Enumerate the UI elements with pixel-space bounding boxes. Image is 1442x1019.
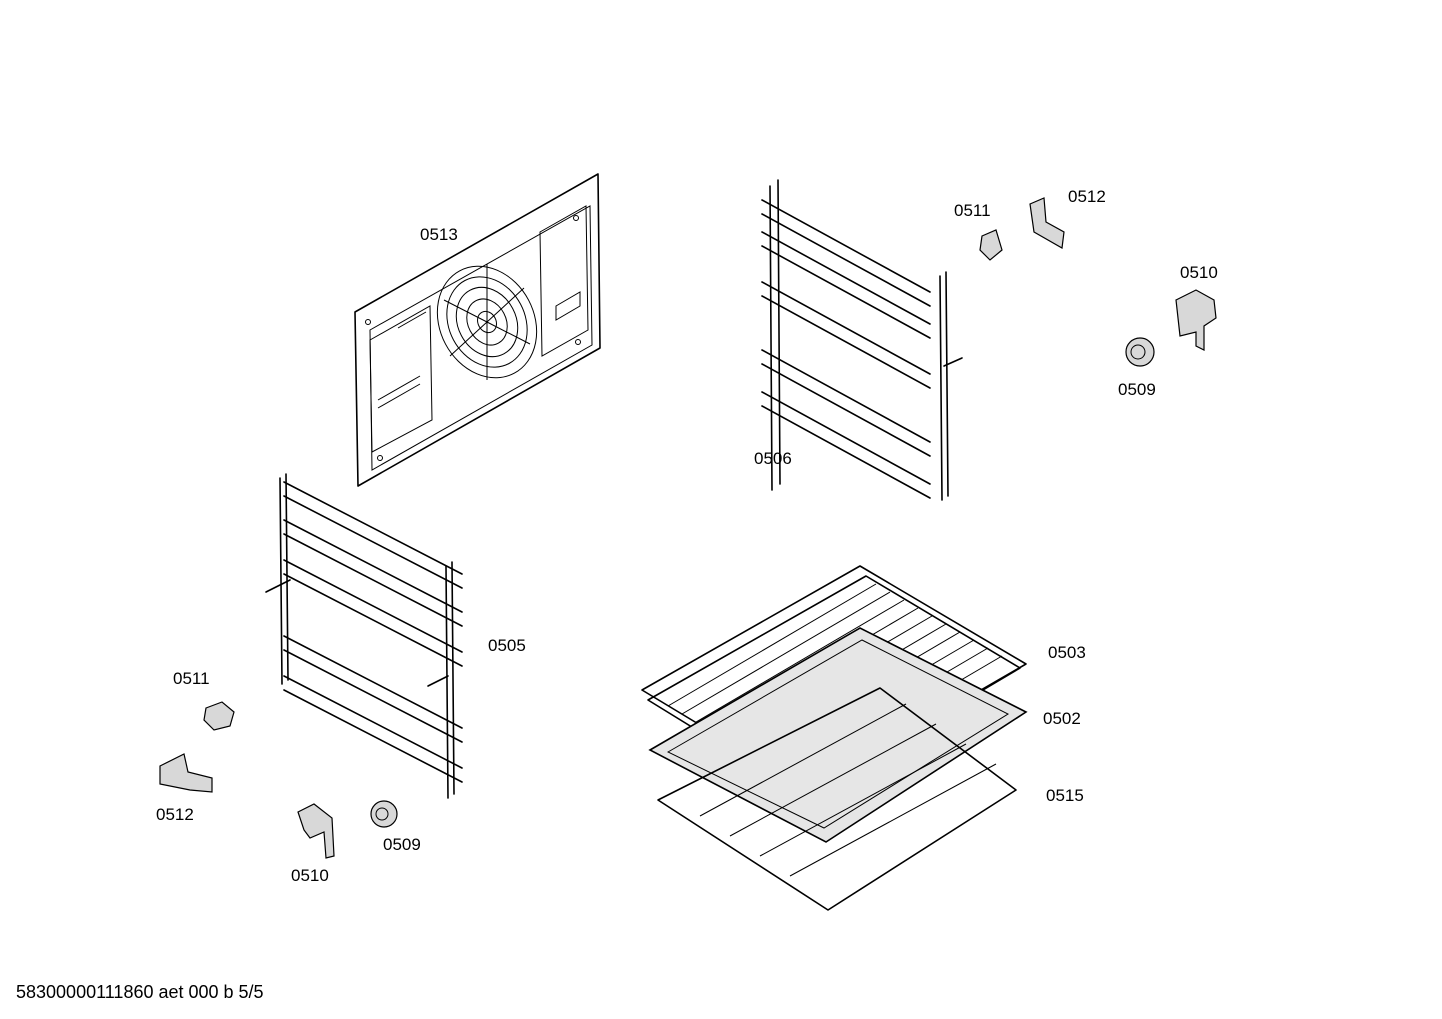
part-label-0511-bottom: 0511	[173, 669, 210, 688]
part-label-0509-top: 0509	[1118, 380, 1156, 399]
part-label-0510-bottom: 0510	[291, 866, 329, 885]
clip-0512-top	[1029, 197, 1065, 249]
baking-tray	[648, 627, 1028, 843]
part-label-0505: 0505	[488, 636, 526, 655]
clip-0509-top	[1125, 337, 1155, 367]
part-label-0515: 0515	[1046, 786, 1084, 805]
clip-0510-bottom	[297, 803, 335, 859]
part-label-0503: 0503	[1048, 643, 1086, 662]
clip-0510-top	[1175, 289, 1217, 351]
part-label-0506: 0506	[754, 449, 792, 468]
lower-wire-rack	[657, 687, 1017, 911]
part-label-0502: 0502	[1043, 709, 1081, 728]
document-footer-id: 58300000111860 aet 000 b 5/5	[16, 982, 264, 1002]
part-label-0509-bottom: 0509	[383, 835, 421, 854]
part-label-0513: 0513	[420, 225, 458, 244]
clip-0512-bottom	[159, 753, 213, 793]
clip-0509-bottom	[370, 800, 398, 828]
right-side-rack	[761, 179, 963, 501]
part-label-0511-top: 0511	[954, 201, 991, 220]
rear-fan-panel	[354, 173, 601, 487]
clip-0511-top	[979, 229, 1003, 261]
part-label-0512-top: 0512	[1068, 187, 1106, 206]
clip-0511-bottom	[203, 701, 235, 731]
fan-guard	[436, 264, 538, 380]
part-label-0510-top: 0510	[1180, 263, 1218, 282]
left-side-rack	[265, 473, 463, 799]
part-label-0512-bottom: 0512	[156, 805, 194, 824]
